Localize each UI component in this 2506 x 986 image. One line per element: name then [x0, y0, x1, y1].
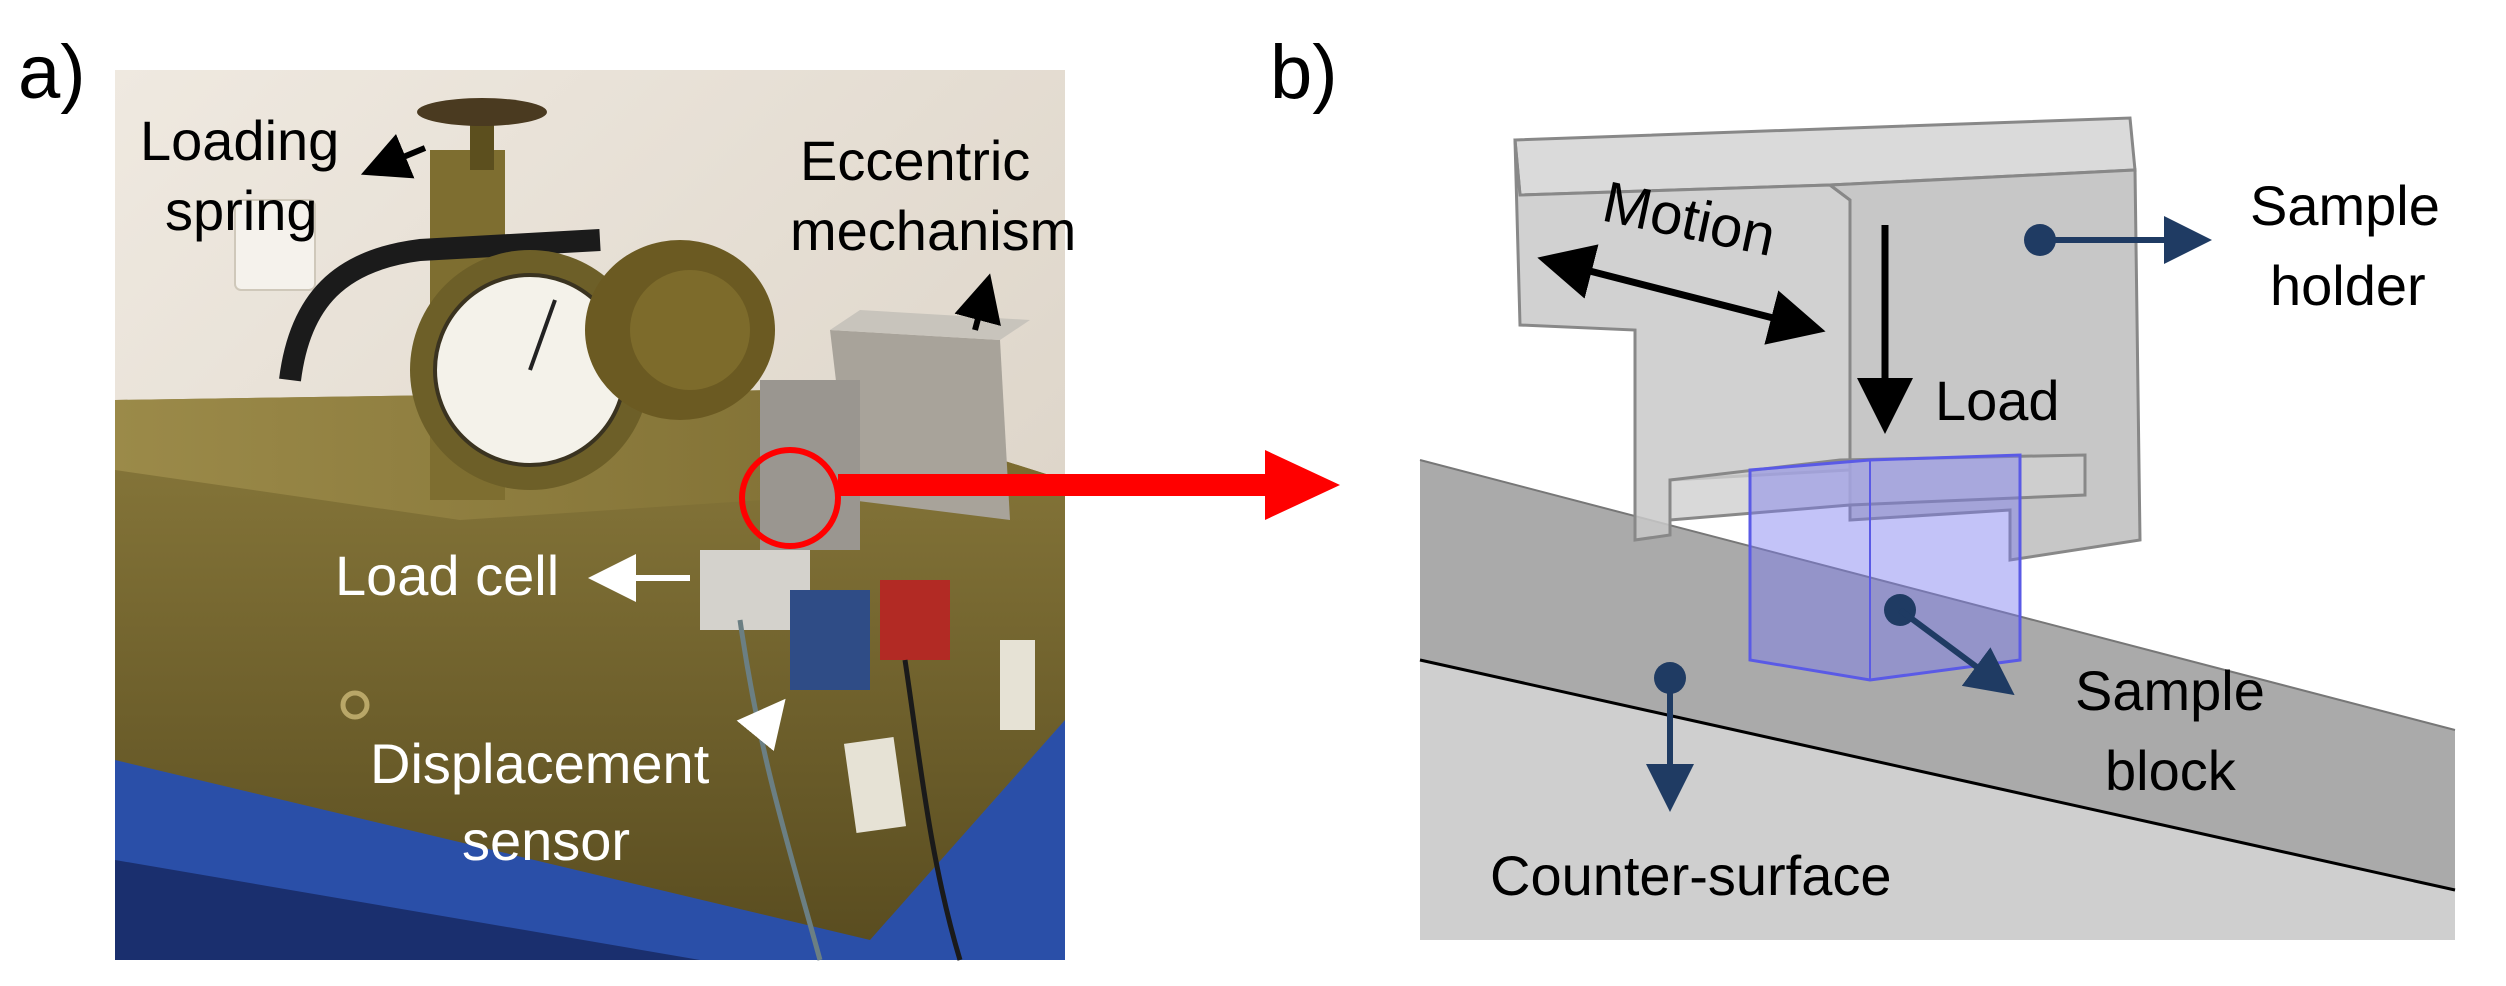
sample-block-label-line1: Sample	[2075, 659, 2265, 722]
counter-surface-front	[1420, 660, 2455, 940]
eccentric-mechanism-arrow	[954, 273, 1001, 331]
sample-holder-label-line1: Sample	[2250, 174, 2440, 237]
displacement-sensor-arrow	[736, 698, 786, 752]
load-label: Load	[1935, 369, 2060, 432]
tribometer-schematic	[1419, 116, 2456, 940]
sample-holder-label-line2: holder	[2270, 254, 2426, 317]
machine-photo	[115, 70, 1065, 961]
eccentric-mechanism-label-line1: Eccentric	[800, 129, 1030, 192]
loading-spring-label-line1: Loading	[140, 109, 339, 172]
load-cell-highlight-circle	[739, 447, 841, 549]
loading-spring-arrow	[360, 134, 427, 179]
sample-block-callout-arrow	[1898, 607, 2015, 696]
eccentric-mechanism-label-line2: mechanism	[790, 199, 1076, 262]
displacement-sensor-label-line1: Displacement	[370, 732, 710, 795]
sample-block	[1748, 453, 2022, 682]
load-cell-label: Load cell	[335, 544, 559, 607]
panel-a-letter: a)	[18, 30, 86, 115]
panel-b-letter: b)	[1270, 30, 1338, 115]
sample-block-label-line2: block	[2105, 739, 2237, 802]
displacement-sensor-label-line2: sensor	[462, 809, 630, 872]
motion-arrow	[1537, 244, 1826, 345]
counter-surface-label: Counter-surface	[1490, 844, 1892, 907]
counter-surface-top	[1420, 460, 2455, 890]
zoom-arrow-head	[1265, 450, 1340, 520]
loading-spring-label-line2: spring	[165, 179, 318, 242]
